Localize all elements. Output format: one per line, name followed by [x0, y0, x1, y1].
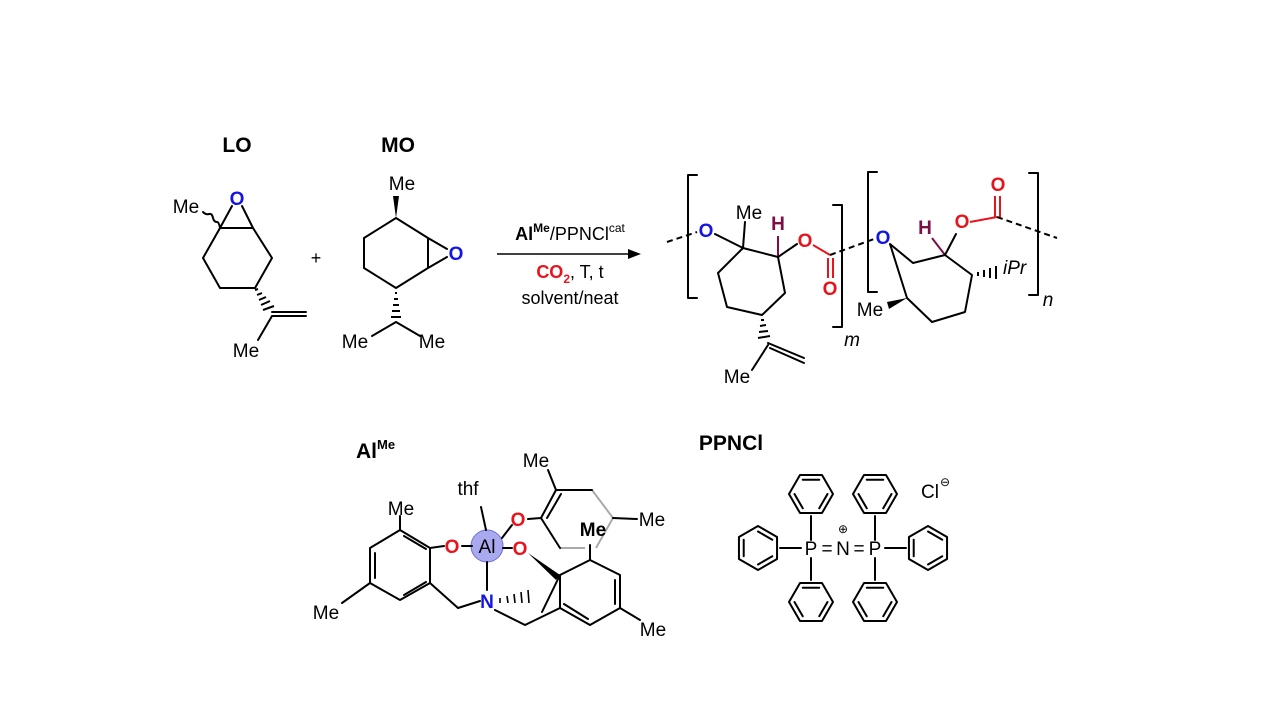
p-atom: P [869, 539, 882, 560]
thf: thf [457, 479, 479, 500]
n-atom: N [836, 539, 850, 560]
h: H [771, 214, 785, 235]
n-atom: N [480, 592, 494, 613]
phenyl-ring [852, 473, 898, 515]
double-bond: = [821, 539, 832, 560]
me: Me [736, 203, 762, 224]
aromatic-bond [793, 493, 804, 510]
lo-epoxide-o: O [230, 189, 245, 210]
mo-epoxide-o: O [449, 244, 464, 265]
carbonyl-o: O [823, 279, 838, 300]
lo-label: LO [222, 134, 251, 157]
aromatic-bond [882, 493, 893, 510]
me2: Me [724, 367, 750, 388]
double-bond: = [853, 539, 864, 560]
polycarbonate-product: O Me H O O Me m O H O O iPr Me n [666, 171, 1058, 388]
aromatic-bond [927, 530, 944, 541]
al-catalyst-structure: AlMe thf Me O Al O O N Me Me Me Me Me [313, 437, 666, 641]
aromatic-bond [818, 601, 829, 618]
mo-structure: MO Me O Me Me [342, 134, 464, 353]
lo-me2: Me [233, 341, 259, 362]
h-n: H [918, 218, 932, 239]
me-n: Me [857, 300, 883, 321]
ppncl-structure: PPNCl P = N = P ⊕ Cl ⊖ [699, 432, 950, 623]
wedge-bond [393, 196, 399, 218]
co2-conditions: CO2, T, t [536, 262, 603, 286]
reaction-arrow: AlMe/PPNClcat CO2, T, t solvent/neat [497, 221, 641, 308]
ppncl-label: PPNCl [699, 432, 763, 455]
solvent-text: solvent/neat [521, 288, 618, 308]
aromatic-bond [882, 601, 893, 618]
phenyl-ring [852, 581, 898, 623]
phenyl-ring [788, 581, 834, 623]
lo-structure: LO Me O Me [173, 134, 307, 362]
phenyl-ring [737, 525, 779, 571]
me: Me [639, 510, 665, 531]
phenyl-ring [907, 525, 949, 571]
aromatic-bond [818, 493, 829, 510]
carbonyl-o-n: O [991, 175, 1006, 196]
p-atom: P [805, 539, 818, 560]
ester-o-n: O [955, 212, 970, 233]
negative-charge: ⊖ [940, 475, 950, 489]
o: O [511, 510, 526, 531]
mo-me-right: Me [419, 332, 445, 353]
ether-o-n: O [876, 228, 891, 249]
al-atom: Al [479, 537, 496, 558]
ester-o: O [798, 231, 813, 252]
me: Me [388, 499, 414, 520]
subscript-n: n [1043, 290, 1054, 311]
mo-label: MO [381, 134, 415, 157]
aromatic-bond [757, 555, 774, 566]
mo-me-top: Me [389, 174, 415, 195]
mo-me-left: Me [342, 332, 368, 353]
al-label: AlMe [356, 437, 395, 463]
me: Me [523, 451, 549, 472]
aromatic-bond [857, 601, 868, 618]
subscript-m: m [844, 330, 860, 351]
aromatic-bond [793, 601, 804, 618]
me: Me [640, 620, 666, 641]
catalyst-text: AlMe/PPNClcat [515, 221, 625, 244]
o: O [445, 537, 460, 558]
aromatic-bond [857, 493, 868, 510]
aromatic-bond [927, 555, 944, 566]
chloride: Cl [921, 482, 939, 503]
me: Me [313, 603, 339, 624]
ether-o: O [699, 221, 714, 242]
me: Me [580, 520, 606, 541]
positive-charge: ⊕ [838, 522, 848, 536]
aromatic-bond [757, 530, 774, 541]
plus-sign: + [311, 248, 322, 268]
phenyl-ring [788, 473, 834, 515]
o: O [513, 539, 528, 560]
ipr: iPr [1003, 258, 1027, 279]
lo-me: Me [173, 197, 199, 218]
hashed-bond [254, 288, 275, 311]
